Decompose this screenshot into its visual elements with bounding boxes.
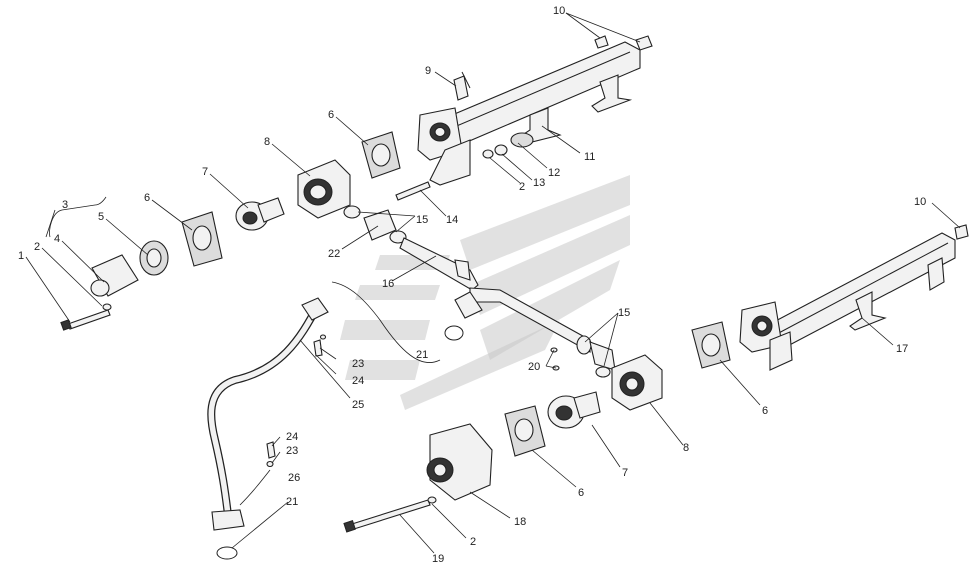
o-ring-upper [444, 325, 464, 341]
callout-10: 10 [553, 5, 565, 17]
callout-11: 11 [584, 151, 595, 163]
callout-26: 26 [288, 472, 300, 484]
stud-part-14 [395, 181, 431, 201]
thermostat-housing-lower [611, 354, 663, 411]
callout-2: 2 [34, 241, 40, 253]
callout-9: 9 [425, 65, 431, 77]
callout-6: 6 [144, 192, 150, 204]
manifold-upper [417, 35, 653, 186]
callout-22: 22 [328, 248, 340, 260]
callout-17: 17 [896, 343, 908, 355]
housing-part-18 [426, 423, 493, 501]
callout-15: 15 [416, 214, 428, 226]
fitting-part-9 [453, 71, 471, 101]
callout-24: 24 [352, 375, 364, 387]
connecting-pipe-part-16 [399, 237, 591, 353]
callout-15: 15 [618, 307, 630, 319]
callout-8: 8 [683, 442, 689, 454]
flange-part-4 [90, 254, 139, 297]
callout-8: 8 [264, 136, 270, 148]
screw-group-upper [313, 334, 327, 357]
callout-labels: 1 2 3 4 5 6 7 8 6 9 10 11 12 13 2 14 15 … [18, 5, 926, 565]
tube-part-25 [207, 297, 329, 531]
callout-18: 18 [514, 516, 526, 528]
callout-3: 3 [62, 199, 68, 211]
screw-group-lower [266, 441, 276, 468]
leader-lines [25, 12, 961, 554]
callout-2: 2 [470, 536, 476, 548]
callout-7: 7 [202, 166, 208, 178]
callout-16: 16 [382, 278, 394, 290]
callout-19: 19 [432, 553, 444, 565]
nut-washer-group-upper [482, 132, 534, 159]
thermostat-housing-upper [297, 159, 351, 219]
seal-ring-part-5 [139, 240, 169, 276]
clamp-sleeve-upper [343, 205, 407, 244]
callout-5: 5 [98, 211, 104, 223]
callout-25: 25 [352, 399, 364, 411]
callout-14: 14 [446, 214, 458, 226]
callout-23: 23 [286, 445, 298, 457]
clamp-group-lower [550, 335, 616, 378]
callout-13: 13 [533, 177, 545, 189]
bolt-part-19 [343, 496, 437, 533]
callout-7: 7 [622, 467, 628, 479]
callout-21: 21 [286, 496, 298, 508]
gasket-upper [361, 131, 401, 179]
callout-4: 4 [54, 233, 60, 245]
callout-6: 6 [578, 487, 584, 499]
callout-12: 12 [548, 167, 560, 179]
bolt-part-1 [60, 303, 112, 331]
callout-2: 2 [519, 181, 525, 193]
callout-10: 10 [914, 196, 926, 208]
o-ring-lower [216, 546, 238, 560]
callout-20: 20 [528, 361, 540, 373]
manifold-right [739, 224, 969, 371]
callout-23: 23 [352, 358, 364, 370]
callout-21: 21 [416, 349, 428, 361]
callout-6: 6 [328, 109, 334, 121]
callout-24: 24 [286, 431, 298, 443]
callout-1: 1 [18, 250, 24, 262]
watermark-logo [340, 175, 630, 410]
thermostat-upper [235, 197, 285, 231]
gasket-left [181, 211, 223, 267]
thermostat-lower [547, 391, 601, 429]
gasket-right [691, 321, 731, 369]
gasket-lower [504, 405, 546, 457]
callout-6: 6 [762, 405, 768, 417]
